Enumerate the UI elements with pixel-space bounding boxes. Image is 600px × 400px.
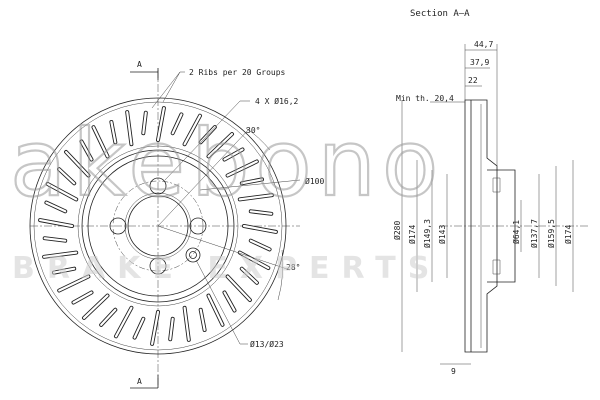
section-bolt bbox=[492, 177, 501, 193]
vent-slot-inner bbox=[183, 114, 202, 146]
pin-hole-inner bbox=[189, 251, 197, 259]
v-dim-280: Ø280 bbox=[392, 221, 402, 240]
pcd-label: Ø100 bbox=[305, 176, 324, 186]
bolt-hole-top bbox=[149, 177, 167, 195]
vent-slot-inner bbox=[238, 194, 273, 201]
vent-slot-inner bbox=[169, 317, 174, 341]
v-dim-137-7: Ø137,7 bbox=[529, 219, 539, 248]
ribs-leader-2 bbox=[162, 71, 181, 103]
v-dim-174a: Ø174 bbox=[407, 225, 417, 244]
angle-28-label: 28° bbox=[286, 263, 300, 272]
vent-slot-inner bbox=[207, 294, 224, 326]
ribs-note: 2 Ribs per 20 Groups bbox=[189, 68, 286, 77]
vent-slot-inner bbox=[183, 306, 190, 341]
watermark-logo: akebono bbox=[10, 110, 444, 217]
vent-slot-inner bbox=[126, 110, 133, 146]
section-title: Section A–A bbox=[410, 9, 470, 19]
vent-slot-inner bbox=[110, 120, 117, 144]
pin-hole-label: Ø13/Ø23 bbox=[250, 339, 284, 349]
dim-9: 9 bbox=[451, 367, 456, 376]
v-dim-64-1: Ø64,1 bbox=[511, 220, 521, 244]
vent-slot-inner bbox=[199, 308, 206, 332]
vent-slot-inner bbox=[142, 111, 147, 135]
vent-slot-inner bbox=[226, 160, 258, 177]
vent-slot-inner bbox=[42, 251, 78, 258]
vent-slot-inner bbox=[240, 267, 258, 284]
section-marker-top: A bbox=[137, 60, 142, 69]
vent-slot-inner bbox=[133, 317, 145, 339]
watermark: akebono BRAKE EXPERTS bbox=[9, 109, 444, 286]
section-outline bbox=[464, 99, 498, 353]
vent-slot-inner bbox=[223, 148, 244, 161]
front-view: A A 2 Ribs per 20 Groups 4 X Ø16,2 bbox=[29, 60, 324, 389]
vent-slot-inner bbox=[46, 182, 78, 201]
v-dim-174b: Ø174 bbox=[563, 225, 573, 244]
pin-hole-leader bbox=[195, 259, 248, 345]
bolt-hole-bottom bbox=[149, 257, 167, 275]
disc-outer-edge bbox=[29, 97, 287, 355]
pin-hole-outer bbox=[185, 247, 201, 263]
bolt-hole-left bbox=[109, 217, 127, 235]
angle-30-arc bbox=[245, 127, 271, 151]
section-view: Section A–A 44,7 37,9 22 Min th. 20,4 9 bbox=[392, 9, 590, 376]
vent-slot-inner bbox=[151, 310, 160, 345]
vent-slot-inner bbox=[242, 224, 277, 233]
vent-slot-inner bbox=[249, 239, 271, 251]
angle-28-line bbox=[157, 225, 291, 271]
vent-slot-inner bbox=[156, 106, 165, 142]
center-bore bbox=[127, 195, 189, 257]
pcd-circle bbox=[112, 180, 204, 272]
dim-22: 22 bbox=[468, 76, 478, 85]
hat-outer bbox=[81, 149, 235, 303]
disc-outer-chamfer bbox=[33, 101, 283, 351]
section-marker-bottom: A bbox=[137, 377, 142, 386]
vent-slot-inner bbox=[171, 113, 183, 135]
vent-slot-inner bbox=[249, 210, 273, 215]
angle-28-arc bbox=[277, 249, 284, 301]
vent-slot-inner bbox=[226, 275, 251, 302]
vent-slot-inner bbox=[38, 219, 74, 228]
holes-leader bbox=[164, 100, 250, 181]
pcd-leader bbox=[199, 179, 301, 191]
vent-slot-inner bbox=[43, 237, 67, 242]
vent-slot-inner bbox=[240, 178, 264, 185]
vent-slot-inner bbox=[64, 150, 90, 177]
vent-slot-inner bbox=[207, 133, 234, 158]
bolt-hole-right bbox=[189, 217, 207, 235]
v-dim-159-5: Ø159,5 bbox=[546, 219, 556, 248]
min-th-label: Min th. 20,4 bbox=[396, 94, 454, 103]
vent-slot-inner bbox=[114, 306, 133, 338]
vent-slot-inner bbox=[57, 168, 76, 185]
dim-37-9: 37,9 bbox=[470, 58, 489, 67]
vent-slot-inner bbox=[58, 275, 90, 292]
center-bore-chamfer bbox=[124, 192, 192, 260]
section-bolt-2 bbox=[492, 259, 501, 275]
angle-30-label: 30° bbox=[246, 126, 260, 135]
vent-slot-inner bbox=[100, 308, 117, 326]
vent-slot-inner bbox=[82, 294, 109, 319]
watermark-tagline: BRAKE EXPERTS bbox=[12, 251, 441, 286]
friction-ring-inner bbox=[77, 145, 239, 307]
vent-slot-inner bbox=[223, 291, 236, 312]
angle-30-line bbox=[157, 127, 251, 227]
vent-slot-inner bbox=[92, 126, 109, 158]
holes-note: 4 X Ø16,2 bbox=[255, 96, 299, 106]
v-dim-149-3: Ø149,3 bbox=[422, 219, 432, 248]
hat-inner bbox=[87, 155, 229, 297]
vent-slot-inner bbox=[52, 267, 76, 274]
vent-slot-inner bbox=[45, 201, 67, 213]
vent-slot-inner bbox=[238, 251, 270, 270]
vent-slot-inner bbox=[72, 291, 93, 304]
v-dim-143: Ø143 bbox=[437, 225, 447, 244]
vent-slot-inner bbox=[80, 140, 93, 161]
dim-44-7: 44,7 bbox=[474, 40, 493, 49]
